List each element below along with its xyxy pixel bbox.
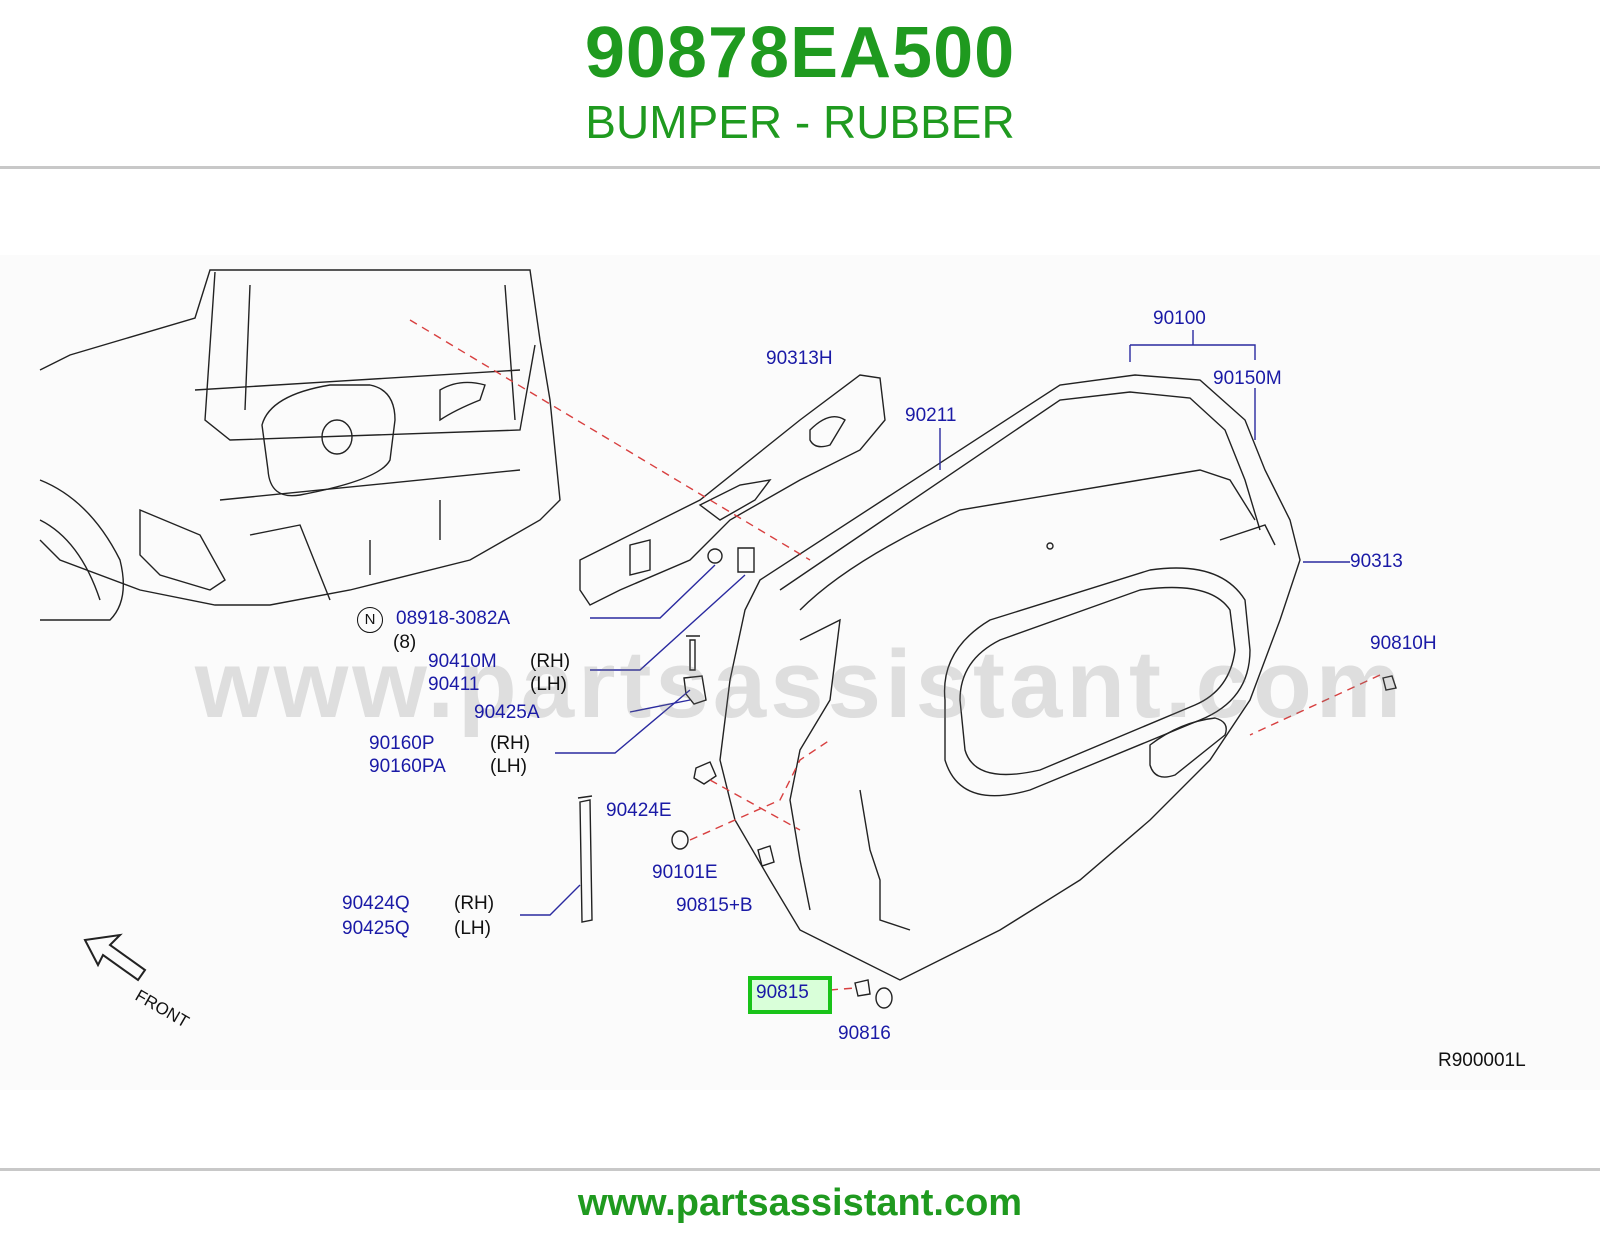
- label-90313[interactable]: 90313: [1350, 551, 1403, 572]
- alignment-dashes: [409, 319, 1381, 991]
- label-90424E[interactable]: 90424E: [606, 800, 672, 821]
- side-lh-90411: (LH): [530, 674, 567, 695]
- liftgate-outline: [719, 374, 1301, 981]
- side-lh-90425Q: (LH): [454, 918, 491, 939]
- page-header: 90878EA500 BUMPER - RUBBER: [0, 0, 1600, 168]
- front-arrow-icon: [83, 933, 147, 982]
- label-90160P[interactable]: 90160P: [369, 733, 435, 754]
- leader-lines: [520, 330, 1350, 916]
- label-90810H[interactable]: 90810H: [1370, 633, 1437, 654]
- hardware-parts: [577, 547, 1397, 1009]
- watermark-text: www.partsassistant.com: [194, 631, 1406, 738]
- side-lh-90160PA: (LH): [490, 756, 527, 777]
- label-90101E[interactable]: 90101E: [652, 862, 718, 883]
- hinge-bracket-outline: [579, 374, 886, 606]
- label-90411[interactable]: 90411: [428, 674, 480, 695]
- label-90160PA[interactable]: 90160PA: [369, 756, 446, 777]
- label-90425A[interactable]: 90425A: [474, 702, 540, 723]
- part-number-title: 90878EA500: [584, 13, 1016, 93]
- part-description: BUMPER - RUBBER: [585, 96, 1015, 148]
- parts-diagram: [0, 255, 1600, 1090]
- label-08918-3082A[interactable]: 08918-3082A: [396, 608, 511, 629]
- label-90815-highlighted[interactable]: 90815: [756, 982, 809, 1003]
- quantity-8: (8): [393, 632, 417, 653]
- label-90313H[interactable]: 90313H: [766, 348, 833, 369]
- side-rh-90410M: (RH): [530, 651, 571, 672]
- label-90816[interactable]: 90816: [838, 1023, 891, 1044]
- label-90150M[interactable]: 90150M: [1213, 368, 1282, 389]
- highlight-box-90815[interactable]: [748, 976, 832, 1014]
- footer-divider: [0, 1168, 1600, 1171]
- vehicle-rear-outline: [39, 269, 561, 621]
- label-90211[interactable]: 90211: [905, 405, 957, 426]
- label-90424Q[interactable]: 90424Q: [342, 893, 410, 914]
- label-90815B[interactable]: 90815+B: [676, 895, 753, 916]
- side-rh-90160P: (RH): [490, 733, 531, 754]
- label-90425Q[interactable]: 90425Q: [342, 918, 410, 939]
- notice-symbol-icon: N: [357, 607, 383, 633]
- label-90100[interactable]: 90100: [1153, 308, 1206, 329]
- label-90410M[interactable]: 90410M: [428, 651, 497, 672]
- diagram-ref-code: R900001L: [1438, 1050, 1526, 1071]
- footer-url[interactable]: www.partsassistant.com: [577, 1182, 1023, 1224]
- header-divider: [0, 166, 1600, 169]
- side-rh-90424Q: (RH): [454, 893, 495, 914]
